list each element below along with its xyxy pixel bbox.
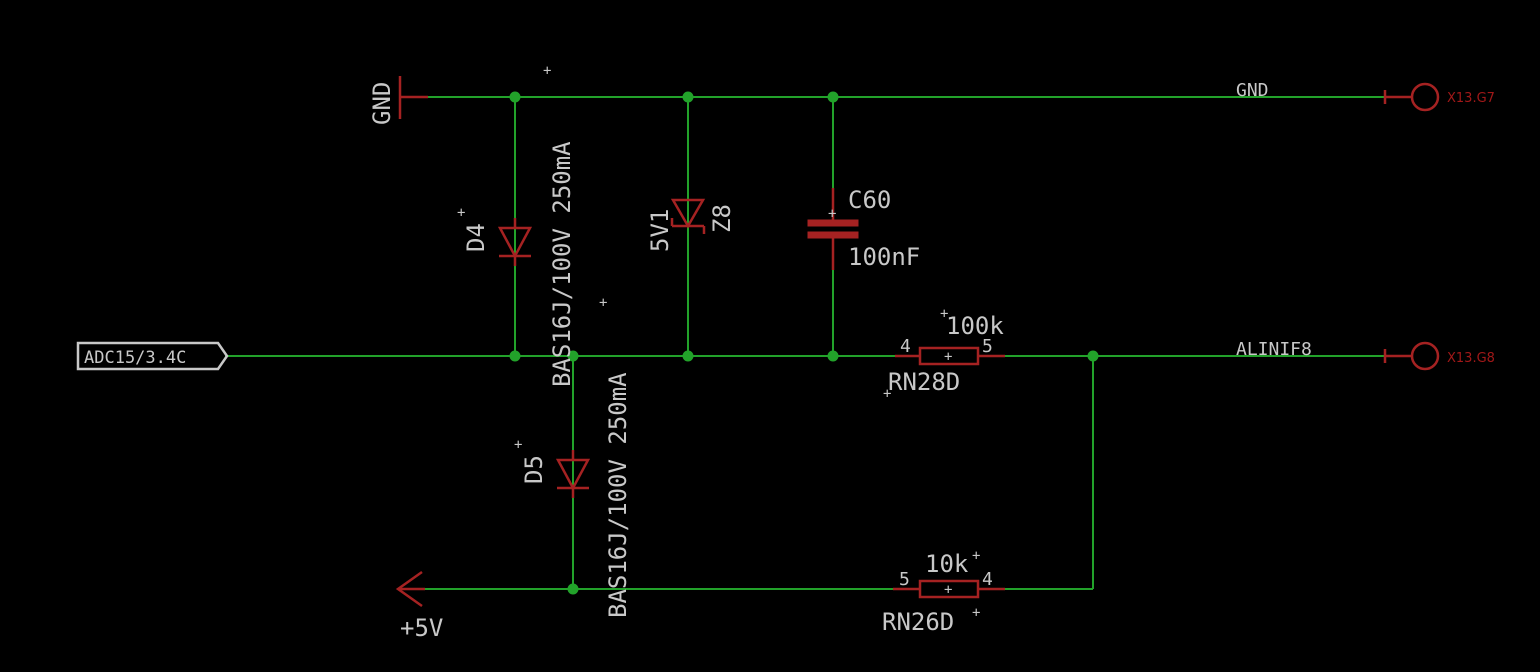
zener-5v1[interactable]: 5V1 Z8 [646,198,736,252]
connector-x13-g7-label: X13.G7 [1447,91,1495,106]
junction-dot [682,91,694,103]
diode-d4[interactable]: D4 BAS16J/100V 250mA + + [457,63,576,387]
junction-dot [567,583,579,595]
junction-dot [567,350,579,362]
connector-x13-g8[interactable]: X13.G8 [1383,341,1495,371]
rn28-value-label: 100k [946,312,1004,340]
junction-dot [509,91,521,103]
rn28-name-label: RN28D [888,368,960,396]
junction-dot [509,350,521,362]
d5-value-origin-mark: + [599,295,607,311]
rn28-pin-right: 5 [982,336,993,357]
rn26-name-label: RN26D [882,608,954,636]
rn26-value-label: 10k [925,550,969,578]
d4-value-origin-mark: + [543,63,551,79]
rn26-pin-left: 5 [899,569,910,590]
c60-origin-mark: + [828,206,836,222]
net-label-alinif8: ALINIF8 [1236,339,1312,360]
zener-name-label: 5V1 [646,209,674,252]
supply-5v-symbol[interactable]: +5V [395,570,443,642]
junction-dot [682,350,694,362]
net-label-gnd: GND [1236,80,1269,101]
capacitor-c60[interactable]: + C60 100nF [807,186,920,271]
junction-dot [827,91,839,103]
rn28-name-origin-mark: + [883,386,891,402]
rn26-name-origin-mark: + [972,605,980,621]
rn26-value-origin-mark: + [972,548,980,564]
connector-x13-g8-label: X13.G8 [1447,351,1495,366]
d5-name-label: D5 [520,455,548,484]
junctions [509,91,1099,595]
d4-value-label: BAS16J/100V 250mA [548,141,576,387]
junction-dot [827,350,839,362]
connector-x13-g7[interactable]: X13.G7 [1383,82,1495,112]
d4-name-origin-mark: + [457,205,465,221]
rn28-pin-left: 4 [900,336,911,357]
junction-dot [1087,350,1099,362]
input-port-adc15[interactable]: ADC15/3.4C [76,341,229,371]
input-port-label: ADC15/3.4C [84,348,186,368]
wires [225,96,1385,590]
rn28-center-mark: + [944,349,952,365]
zener-value-label: Z8 [708,204,736,233]
gnd-symbol-label: GND [368,82,396,125]
d5-value-label: BAS16J/100V 250mA [604,372,632,618]
c60-value-label: 100nF [848,243,920,271]
rn28-value-origin-mark: + [940,306,948,322]
c60-name-label: C60 [848,186,891,214]
resistor-rn28d[interactable]: + 4 5 100k RN28D + + [883,306,1005,402]
rn26-pin-right: 4 [982,569,993,590]
supply-5v-label: +5V [400,614,443,642]
d5-name-origin-mark: + [514,437,522,453]
d4-name-label: D4 [462,223,490,252]
rn26-center-mark: + [944,582,952,598]
resistor-rn26d[interactable]: + 5 4 10k RN26D + + [882,548,1005,636]
diode-d5[interactable]: D5 BAS16J/100V 250mA + + [514,295,632,618]
gnd-symbol[interactable]: GND [368,76,428,125]
